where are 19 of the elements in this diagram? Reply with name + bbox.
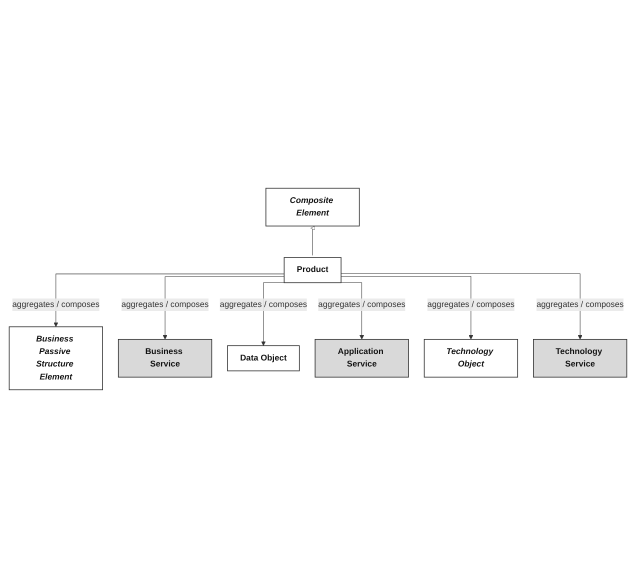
arrow	[54, 274, 284, 327]
node-box: Composite Element	[266, 188, 360, 226]
node-box: Data Object	[227, 345, 300, 372]
arrow	[340, 274, 582, 340]
edge-label: aggregates / composes	[536, 300, 624, 309]
edge-label: aggregates / composes	[427, 300, 515, 309]
edge-label: aggregates / composes	[12, 300, 100, 309]
arrow	[340, 276, 474, 340]
arrow	[310, 226, 315, 256]
node-box: Business Service	[118, 338, 212, 378]
edge-label: aggregates / composes	[220, 300, 308, 309]
node-box: Technology Service	[533, 338, 628, 378]
node-box: Technology Object	[424, 338, 518, 378]
node-box: Application Service	[314, 338, 409, 378]
edge-label: aggregates / composes	[121, 300, 209, 309]
edge-label: aggregates / composes	[318, 300, 406, 309]
node-box: Product	[284, 257, 342, 284]
node-box: Business Passive Structure Element	[8, 326, 103, 390]
arrow	[162, 276, 284, 340]
